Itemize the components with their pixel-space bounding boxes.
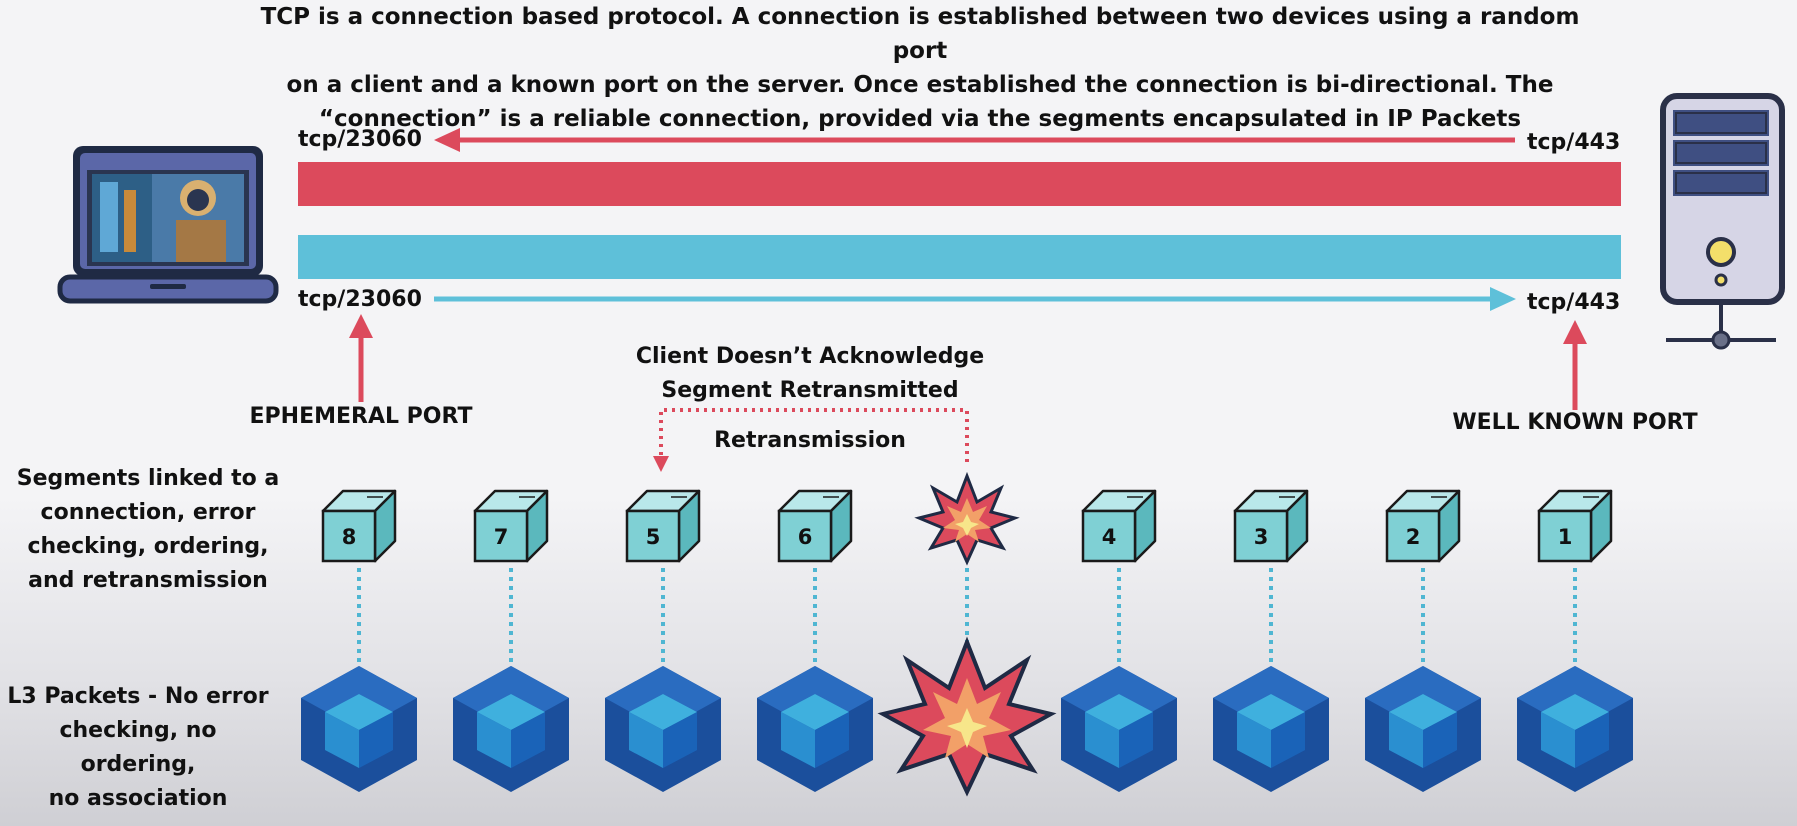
segment-number: 1 [1558, 525, 1573, 549]
l3-packet-icon [1517, 666, 1633, 792]
l3-packet-icon [1365, 666, 1481, 792]
segment-number: 7 [494, 525, 509, 549]
segments-description: Segments linked to a connection, error c… [0, 462, 296, 598]
segment-number: 3 [1254, 525, 1269, 549]
tcp-segment-icon: 5 [625, 489, 701, 563]
packets-desc-line: checking, no ordering, [59, 718, 217, 777]
server-port-bottom: tcp/443 [1527, 290, 1621, 315]
client-to-server-arrow [434, 287, 1516, 311]
packets-desc-line: L3 Packets - No error [7, 684, 269, 709]
lost-segment-explosion-icon [914, 471, 1020, 566]
segments-desc-line: and retransmission [28, 568, 268, 593]
well-known-port-label: WELL KNOWN PORT [1452, 410, 1698, 435]
description-line: on a client and a known port on the serv… [286, 72, 1554, 98]
tcp-segment-icon: 1 [1537, 489, 1613, 563]
segment-number: 4 [1102, 525, 1117, 549]
description-line: “connection” is a reliable connection, p… [318, 106, 1522, 132]
tcp-segment-icon: 3 [1233, 489, 1309, 563]
tcp-description: TCP is a connection based protocol. A co… [260, 0, 1580, 136]
l3-packet-icon [453, 666, 569, 792]
l3-packet-icon [605, 666, 721, 792]
client-port-bottom: tcp/23060 [298, 287, 422, 312]
segment-number: 2 [1406, 525, 1421, 549]
tcp-segment-icon: 6 [777, 489, 853, 563]
lost-packet-explosion-icon [877, 636, 1057, 797]
tcp-segments: 8 7 5 6 4 3 2 1 [321, 489, 1613, 563]
server-to-client-bar [298, 162, 1621, 206]
retransmission-path [653, 408, 969, 472]
segment-number: 5 [646, 525, 661, 549]
no-ack-line: Segment Retransmitted [661, 378, 959, 403]
segments-desc-line: checking, ordering, [27, 534, 269, 559]
well-known-port-arrow [1563, 320, 1587, 410]
l3-packet-icon [1061, 666, 1177, 792]
l3-packet-icon [757, 666, 873, 792]
ephemeral-port-label: EPHEMERAL PORT [249, 404, 473, 429]
packets-desc-line: no association [48, 786, 228, 811]
tcp-segment-icon: 4 [1081, 489, 1157, 563]
segment-number: 6 [798, 525, 813, 549]
l3-packet-icon [1213, 666, 1329, 792]
l3-packet-icon [301, 666, 417, 792]
laptop-icon [57, 146, 279, 304]
tcp-segment-icon: 8 [321, 489, 397, 563]
segment-number: 8 [342, 525, 357, 549]
client-port-top: tcp/23060 [298, 127, 422, 152]
segments-desc-line: Segments linked to a [16, 466, 280, 491]
packets-description: L3 Packets - No error checking, no order… [0, 680, 276, 816]
server-to-client-arrow [434, 128, 1515, 152]
client-to-server-bar [298, 235, 1621, 279]
client-no-ack-label: Client Doesn’t Acknowledge Segment Retra… [610, 340, 1010, 408]
tcp-segment-icon: 7 [473, 489, 549, 563]
server-icon [1660, 93, 1785, 350]
server-port-top: tcp/443 [1527, 130, 1621, 155]
ephemeral-port-arrow [349, 314, 373, 402]
retransmission-label: Retransmission [714, 428, 906, 453]
description-line: TCP is a connection based protocol. A co… [260, 4, 1580, 64]
no-ack-line: Client Doesn’t Acknowledge [635, 344, 985, 369]
tcp-segment-icon: 2 [1385, 489, 1461, 563]
segments-desc-line: connection, error [40, 500, 256, 525]
l3-packets [301, 666, 1633, 792]
